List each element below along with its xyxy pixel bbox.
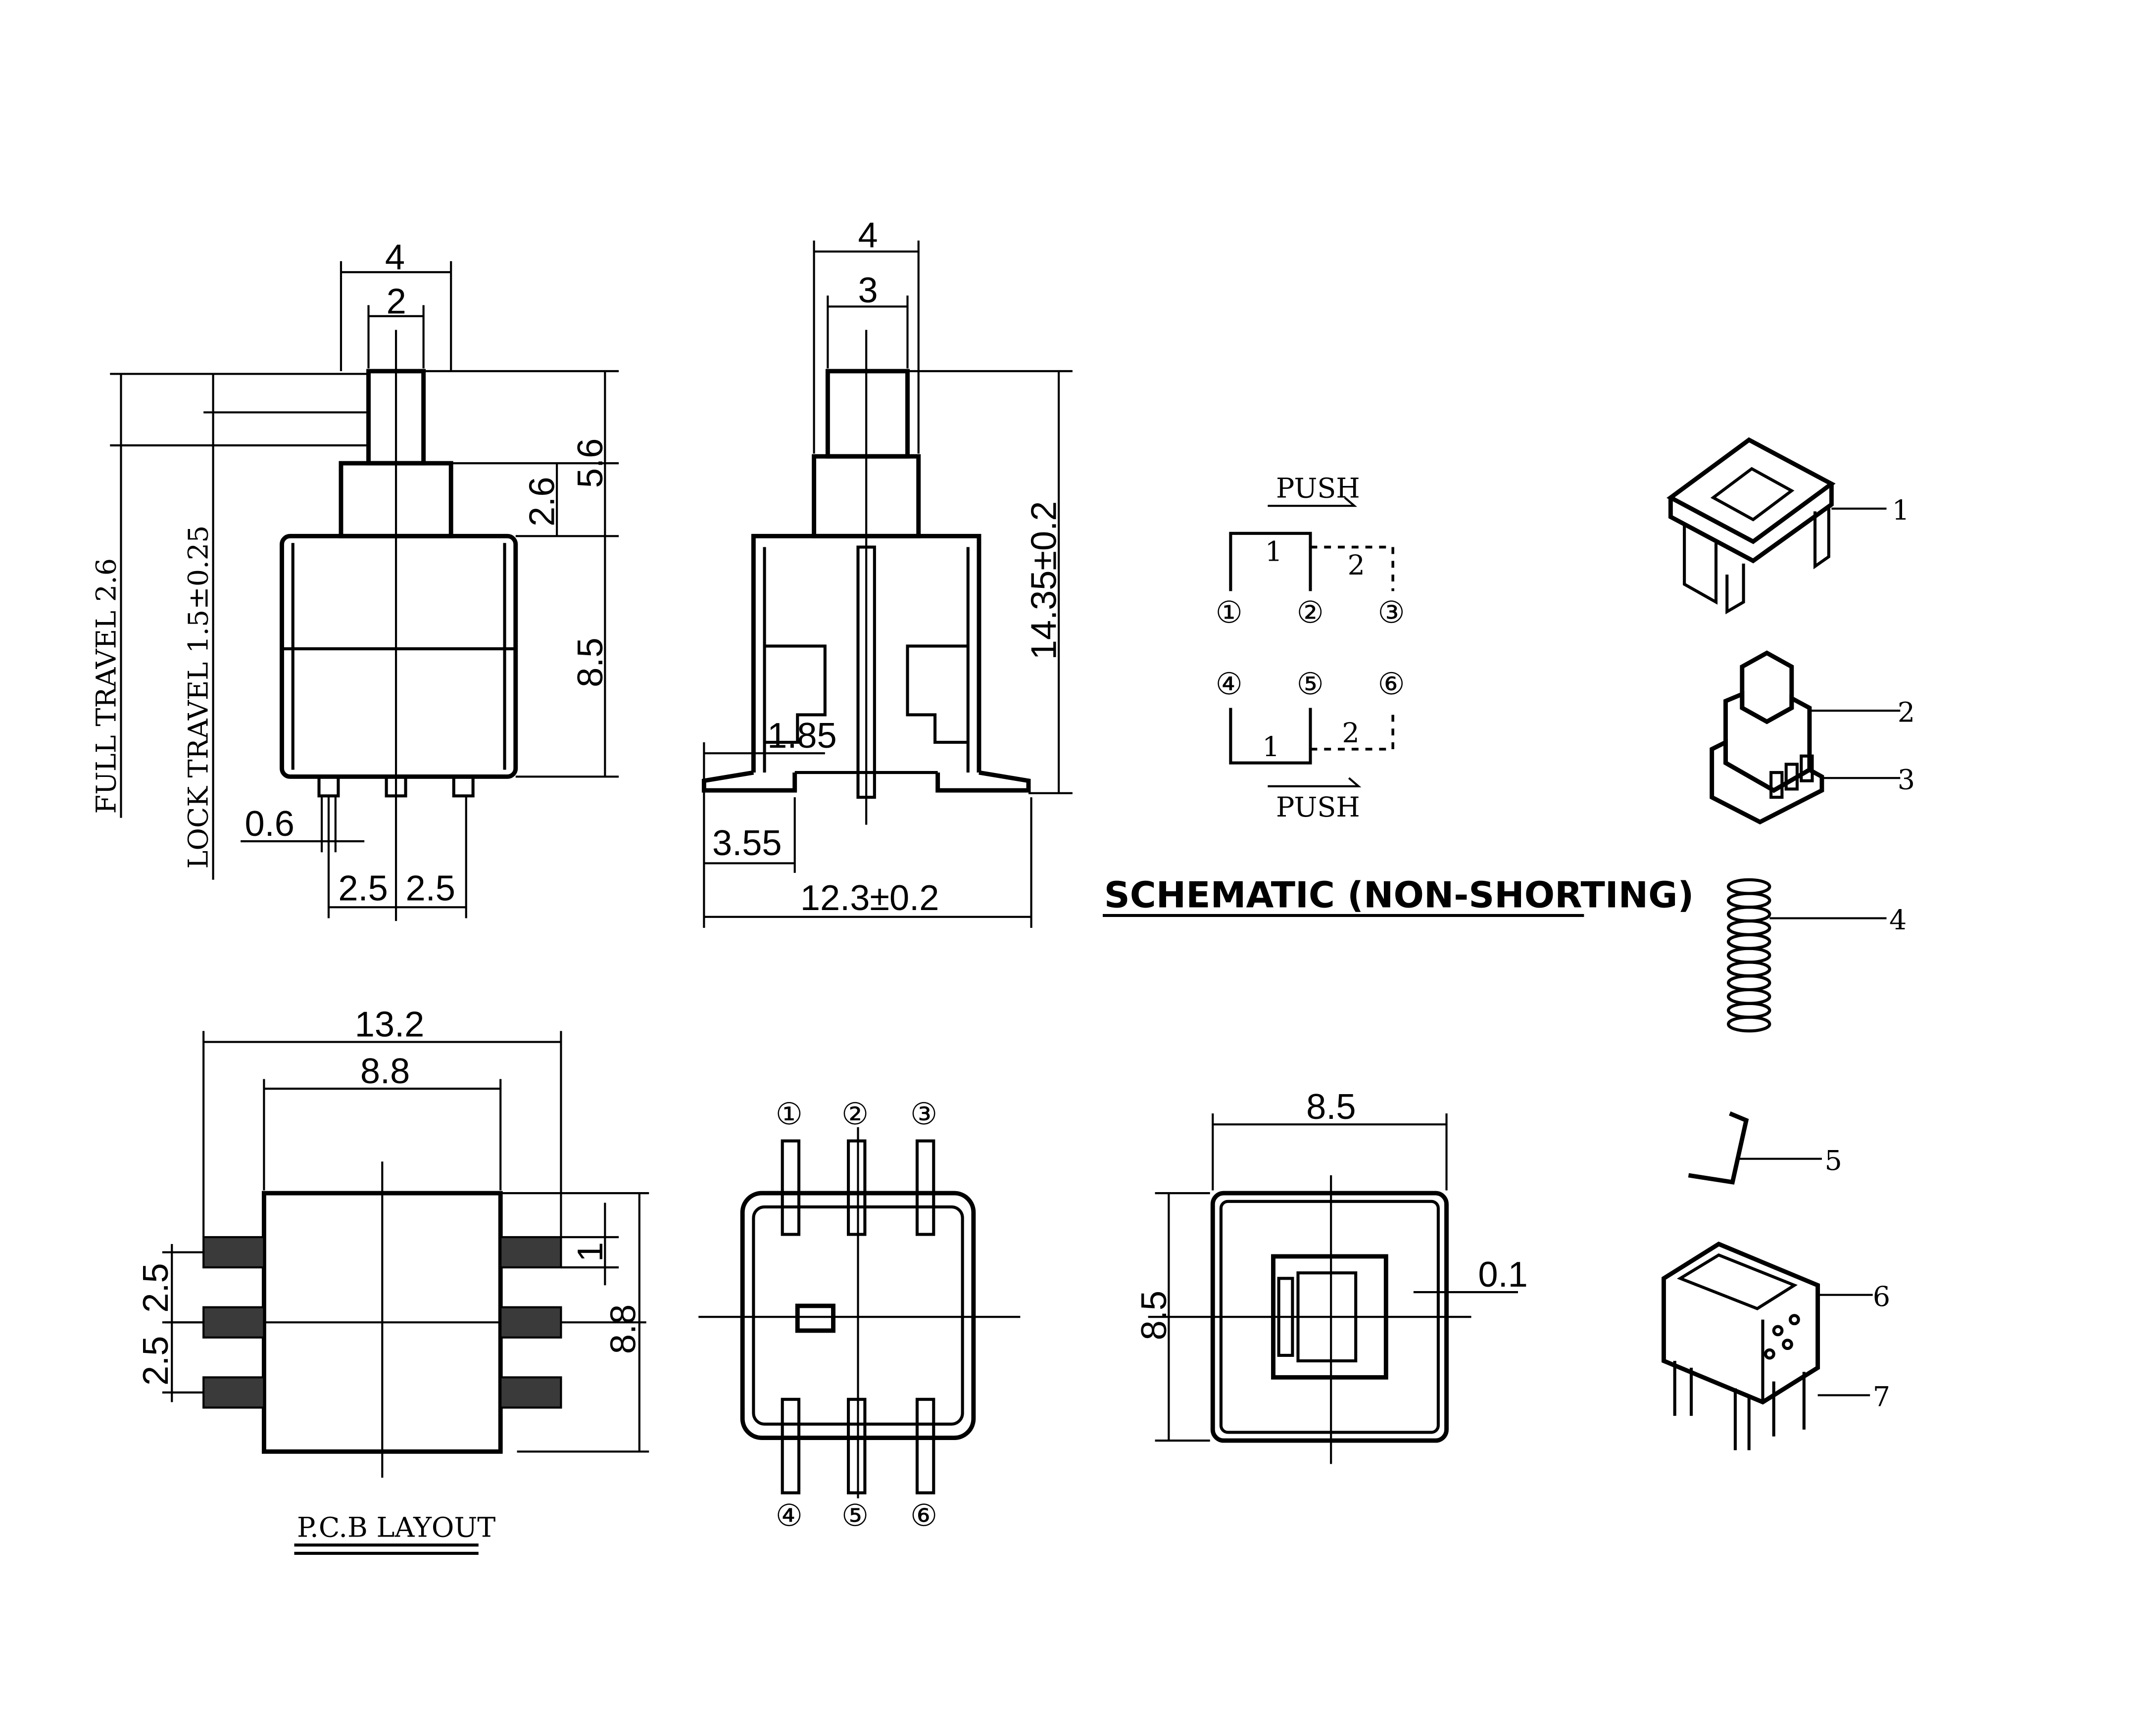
push-bottom-label: PUSH: [1276, 791, 1360, 823]
lock-travel-label: LOCK TRAVEL 1.5±0.25: [182, 526, 214, 869]
schematic-title: SCHEMATIC (NON-SHORTING): [1104, 874, 1694, 916]
part-label-2: 2: [1898, 696, 1915, 728]
part-label-5: 5: [1824, 1145, 1842, 1177]
part-label-6: 6: [1873, 1281, 1890, 1313]
pcb-pad: [202, 1236, 265, 1269]
front-dim-height: 14.35±0.2: [1025, 501, 1064, 660]
part-6-housing: 6 7: [1662, 1241, 1890, 1450]
pcb-dim-2-5-a: 2.5: [136, 1263, 176, 1312]
bottom-pin-5: ⑤: [841, 1498, 869, 1533]
side-view: 4 2 5.6 2.6 8.5 FULL TRAVEL 2.6 LOCK TRA…: [90, 238, 619, 921]
bottom-pin-4: ④: [776, 1498, 803, 1533]
pcb-layout-title: P.C.B LAYOUT: [297, 1512, 495, 1544]
bottom-pin-3: ③: [910, 1097, 937, 1132]
part-4-spring: 4: [1726, 878, 1907, 1033]
pcb-pad: [499, 1376, 562, 1409]
pcb-dim-2-5-b: 2.5: [136, 1336, 176, 1386]
schematic-pin-6: ⑥: [1378, 667, 1405, 702]
bottom-view: ① ② ③ ④ ⑤ ⑥: [698, 1097, 1021, 1533]
bottom-pin-1: ①: [776, 1097, 803, 1132]
exploded-parts: 1 2 3 4: [1662, 437, 1915, 1450]
part-label-4: 4: [1889, 904, 1907, 936]
front-dim-3-55: 3.55: [712, 823, 782, 863]
part-label-1: 1: [1892, 494, 1910, 527]
part-label-7: 7: [1873, 1381, 1890, 1413]
side-dim-8-5: 8.5: [571, 637, 610, 687]
top-pos-2: 2: [1348, 549, 1365, 581]
full-travel-label: FULL TRAVEL 2.6: [90, 558, 122, 814]
part-label-3: 3: [1898, 764, 1915, 796]
schematic-pin-5: ⑤: [1297, 667, 1324, 702]
pcb-dim-8-8-top: 8.8: [360, 1052, 410, 1091]
top-view: 8.5 8.5 0.1: [1134, 1087, 1528, 1464]
pcb-layout: 13.2 8.8 2.5 2.5 1 8.8 P.C.B LAYOUT: [136, 1005, 649, 1555]
pcb-pad: [499, 1306, 562, 1339]
top-dim-0-1: 0.1: [1478, 1255, 1527, 1295]
front-dim-4: 4: [858, 216, 878, 255]
pcb-dim-8-8-side: 8.8: [603, 1304, 643, 1354]
front-dim-3: 3: [858, 271, 878, 310]
side-dim-2-6: 2.6: [523, 477, 562, 526]
side-pitch-right: 2.5: [406, 868, 455, 908]
bottom-center-slot: [795, 1303, 835, 1333]
bottom-pos-2: 2: [1342, 717, 1359, 749]
side-dim-5-6: 5.6: [571, 438, 610, 488]
top-dim-width: 8.5: [1306, 1087, 1356, 1127]
top-dim-height: 8.5: [1134, 1291, 1174, 1340]
top-pos-1: 1: [1265, 535, 1282, 568]
side-dim-0-6: 0.6: [245, 804, 294, 844]
pcb-pad: [202, 1306, 265, 1339]
part-5-wire: 5: [1688, 1111, 1842, 1185]
front-dim-width: 12.3±0.2: [800, 878, 939, 918]
side-dim-4: 4: [385, 238, 405, 277]
schematic-pin-4: ④: [1216, 667, 1243, 702]
pcb-dim-1: 1: [571, 1242, 610, 1262]
part-1-frame: 1: [1666, 437, 1910, 615]
bottom-pin-6: ⑥: [910, 1498, 937, 1533]
schematic-pin-3: ③: [1378, 595, 1405, 630]
side-body: [280, 533, 518, 779]
bottom-pos-1: 1: [1262, 731, 1279, 763]
side-pitch-left: 2.5: [338, 868, 388, 908]
front-plunger: [825, 369, 910, 459]
schematic: PUSH 1 2 ① ② ③ ④ ⑤ ⑥ 1 2 PUSH SCHEMATIC …: [1103, 473, 1694, 917]
front-view: 4 3 14.35±0.2 1.85 3.55 12.3±0.2: [701, 216, 1073, 928]
part-2-slider: 2 3: [1710, 650, 1915, 825]
front-dim-1-85: 1.85: [767, 716, 837, 756]
pcb-pad: [202, 1376, 265, 1409]
pcb-dim-13-2: 13.2: [355, 1005, 425, 1044]
bottom-pin-2: ②: [841, 1097, 869, 1132]
schematic-pin-2: ②: [1297, 595, 1324, 630]
side-dim-2: 2: [387, 282, 406, 321]
schematic-pin-1: ①: [1216, 595, 1243, 630]
pcb-pad: [499, 1236, 562, 1269]
